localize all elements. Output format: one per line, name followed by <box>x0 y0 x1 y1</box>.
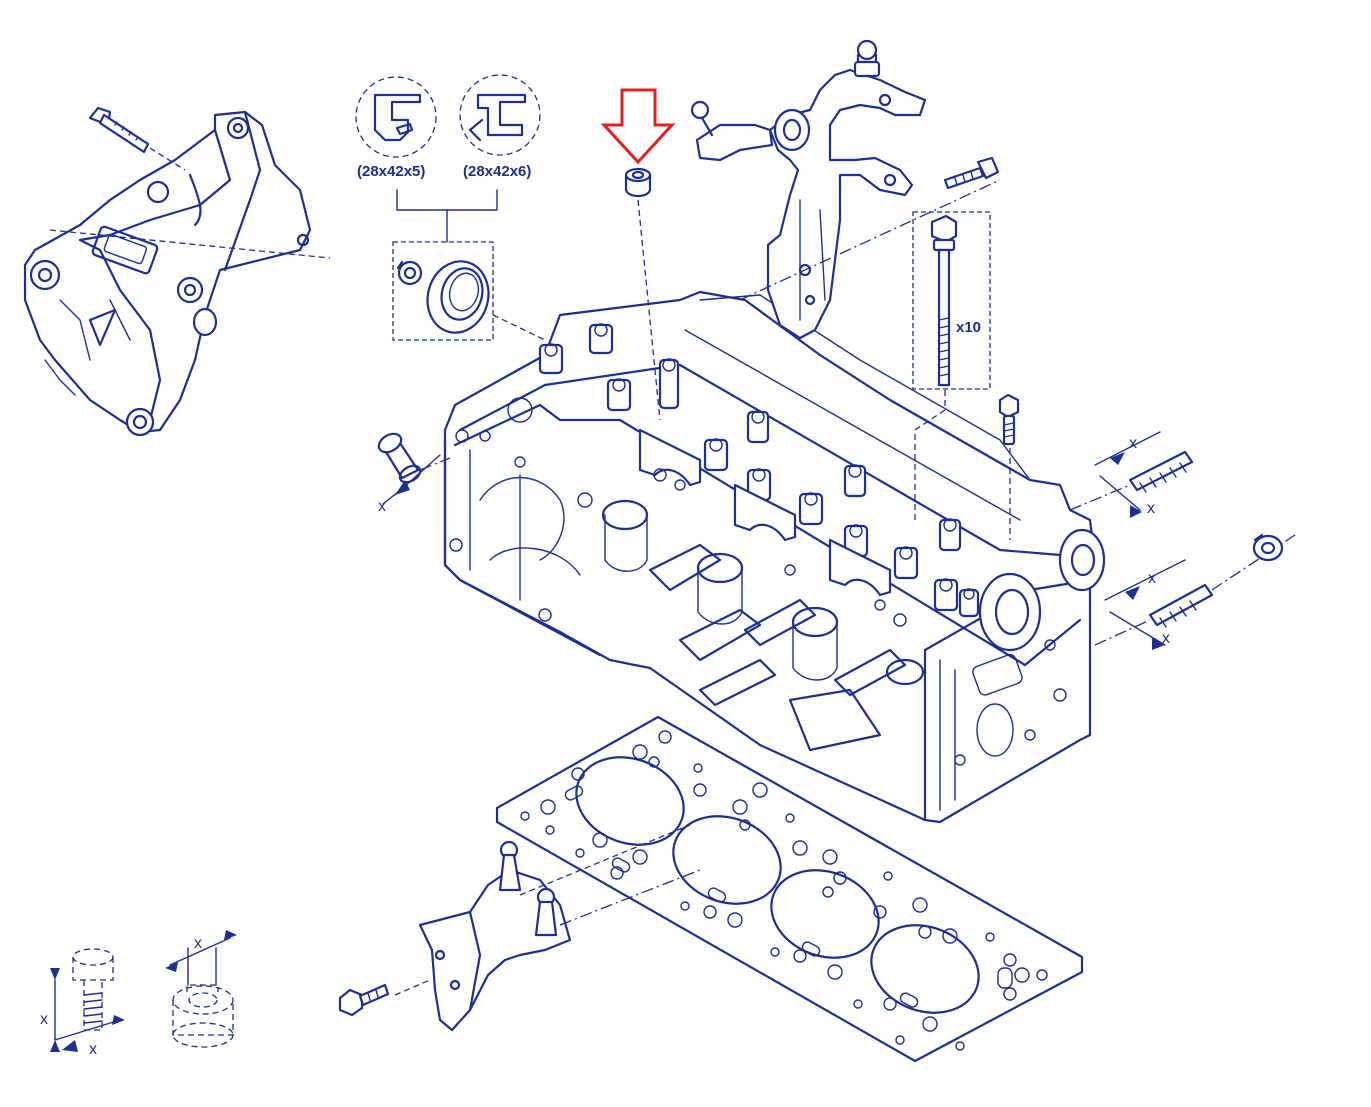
dowel-dimension-label: x <box>378 498 386 515</box>
down-arrow-icon <box>600 88 676 165</box>
stud-lower-dim-a: x <box>1148 570 1156 587</box>
seal-size-label-1: (28x42x5) <box>357 163 425 180</box>
cover-bolt[interactable] <box>998 393 1020 540</box>
bracket-bolt[interactable] <box>88 106 186 171</box>
exhaust-stud-upper[interactable] <box>1069 431 1194 518</box>
seal-profile-2 <box>459 74 541 156</box>
cylinder-head-gasket[interactable] <box>495 715 1084 1063</box>
nut-legend-dim: x <box>194 935 202 952</box>
camshaft-seal-set[interactable] <box>392 241 546 341</box>
dowel-pin[interactable] <box>376 430 451 505</box>
bolt-legend-dim-b: x <box>89 1041 97 1058</box>
nut-dimension-legend <box>165 930 237 1048</box>
valve-stem-seal[interactable] <box>624 167 661 421</box>
lifting-bracket-bolt[interactable] <box>943 156 1000 190</box>
seal-size-label-2: (28x42x6) <box>463 163 531 180</box>
stud-upper-dim-a: x <box>1129 435 1137 452</box>
seal-bracket-line <box>396 189 498 243</box>
cylinder-head-bolts[interactable] <box>912 211 991 520</box>
lifting-bracket[interactable] <box>690 39 1001 340</box>
stud-lower-dim-b: x <box>1162 630 1170 647</box>
lifting-eye-bolt[interactable] <box>338 983 390 1017</box>
seal-profile-1 <box>355 76 437 158</box>
stud-nut[interactable] <box>1252 533 1284 562</box>
bolt-legend-dim-a: x <box>40 1011 48 1028</box>
front-lifting-eye[interactable] <box>394 824 701 1032</box>
stud-upper-dim-b: x <box>1147 500 1155 517</box>
bolt-quantity-label: x10 <box>956 319 981 336</box>
exhaust-stud-lower[interactable] <box>1094 534 1296 650</box>
engine-mount-bracket[interactable] <box>23 110 331 437</box>
bolt-dimension-legend <box>50 948 125 1052</box>
cylinder-head[interactable] <box>443 290 1106 824</box>
